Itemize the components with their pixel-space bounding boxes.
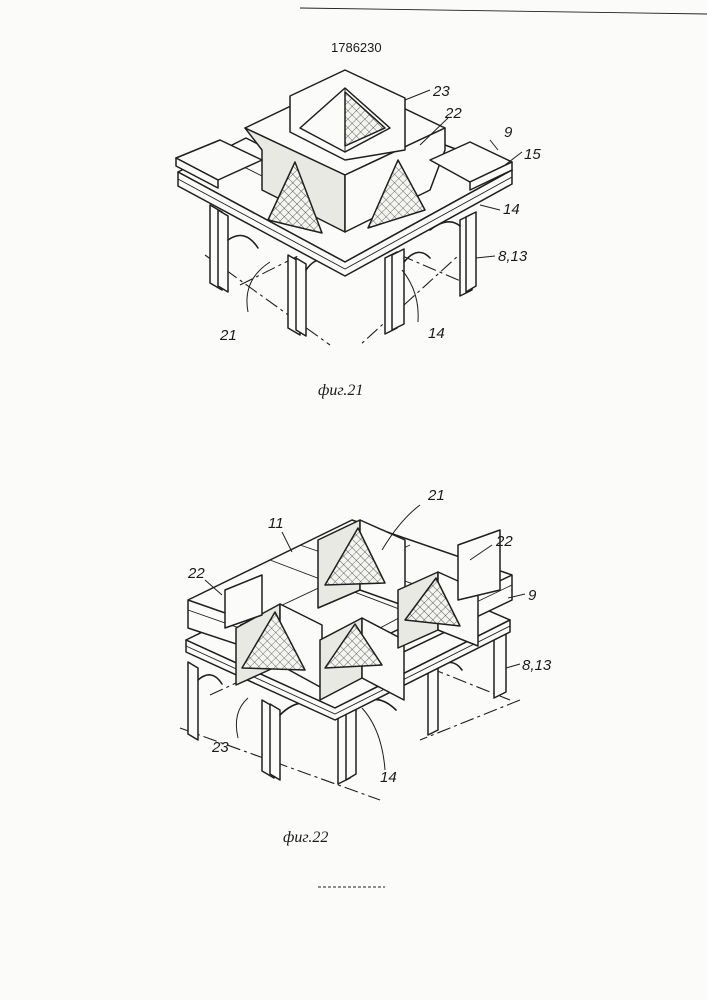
sheet-top-rule <box>300 8 707 14</box>
fig21-label-8-13: 8,13 <box>498 248 528 265</box>
fig21-label-15: 15 <box>524 146 541 163</box>
fig22-label-22-right: 22 <box>495 533 513 550</box>
fig22-label-11: 11 <box>268 515 284 532</box>
fig21-label-23: 23 <box>432 83 450 100</box>
fig22-label-14: 14 <box>380 769 397 786</box>
fig22-label-22-left: 22 <box>187 565 205 582</box>
figure-22: 21 11 22 22 9 8,13 23 14 фиг.22 <box>180 487 552 846</box>
fig21-label-14-right: 14 <box>503 201 520 218</box>
fig21-label-21: 21 <box>219 327 237 344</box>
fig22-caption: фиг.22 <box>283 829 328 846</box>
fig22-label-8-13: 8,13 <box>522 657 552 674</box>
fig21-central-block <box>245 70 445 233</box>
fig21-label-14-bottom: 14 <box>428 325 445 342</box>
fig21-label-9: 9 <box>504 124 513 141</box>
fig22-label-9: 9 <box>528 587 537 604</box>
fig21-label-22: 22 <box>444 105 462 122</box>
patent-number: 1786230 <box>331 40 382 55</box>
fig21-caption: фиг.21 <box>318 382 363 399</box>
figure-21: 23 22 9 15 14 8,13 21 14 фиг.21 <box>176 70 541 399</box>
fig22-label-21: 21 <box>427 487 445 504</box>
fig22-label-23: 23 <box>211 739 229 756</box>
